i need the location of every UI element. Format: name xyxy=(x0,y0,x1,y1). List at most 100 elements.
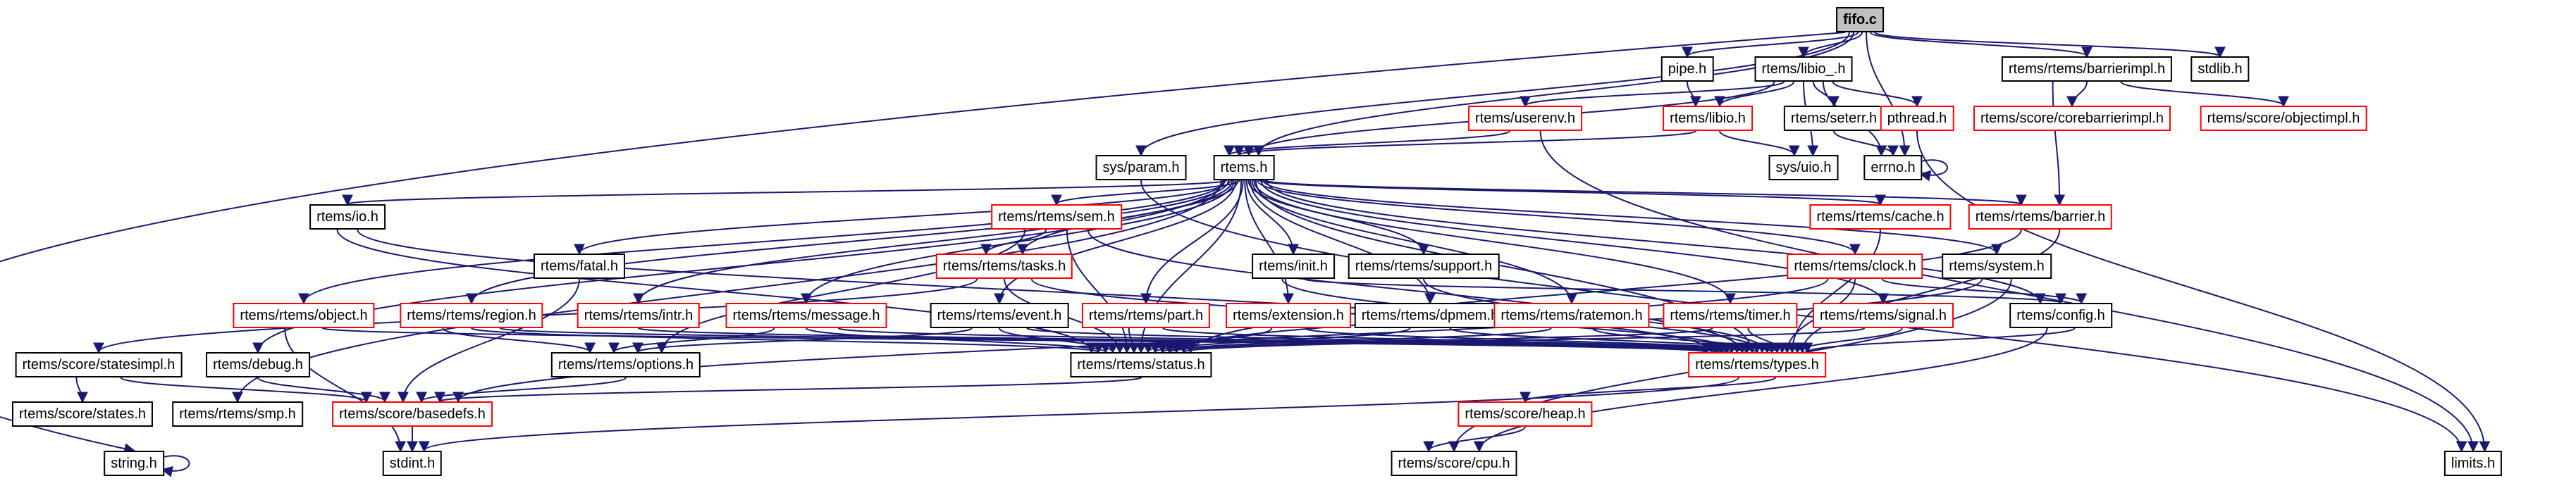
node-options-h[interactable]: rtems/rtems/options.h xyxy=(550,352,701,377)
node-intr-h[interactable]: rtems/rtems/intr.h xyxy=(577,303,701,328)
edge-fifo_c-sys_param_h xyxy=(1135,32,1850,157)
edge-region_h-types_h xyxy=(499,327,1722,354)
node-stdint-h[interactable]: stdint.h xyxy=(382,451,443,476)
node-system-h[interactable]: rtems/system.h xyxy=(1942,254,2052,279)
node-barrierimpl-h[interactable]: rtems/rtems/barrierimpl.h xyxy=(2001,56,2173,82)
edge-userenv_h-rtems_h xyxy=(1224,130,1511,157)
node-signal-h[interactable]: rtems/rtems/signal.h xyxy=(1812,303,1954,328)
edge-options_h-basedefs_h xyxy=(416,377,627,404)
edge-fifo_c-libio__h xyxy=(1798,32,1863,58)
edge-sem_h-types_h xyxy=(1087,229,1748,354)
node-types-h[interactable]: rtems/rtems/types.h xyxy=(1688,352,1826,377)
node-timer-h[interactable]: rtems/rtems/timer.h xyxy=(1663,303,1798,328)
edge-fifo_c-pipe_h xyxy=(1682,32,1859,58)
node-init-h[interactable]: rtems/init.h xyxy=(1252,254,1335,279)
edge-sem_h-tasks_h xyxy=(980,229,1047,256)
node-barrier-h[interactable]: rtems/rtems/barrier.h xyxy=(1968,204,2113,230)
edge-io_h-types_h xyxy=(357,229,1718,354)
edge-ratemon_h-types_h xyxy=(1591,327,1783,354)
edge-object_h-types_h xyxy=(321,327,1711,354)
edge-rtems_h-init_h xyxy=(1245,180,1299,256)
edge-rtems_h-io_h xyxy=(343,180,1228,206)
node-event-h[interactable]: rtems/rtems/event.h xyxy=(930,303,1069,328)
node-stdlib-h[interactable]: stdlib.h xyxy=(2190,56,2250,82)
edge-event_h-types_h xyxy=(1026,327,1737,354)
node-io-h[interactable]: rtems/io.h xyxy=(309,204,386,230)
node-statesimpl-h[interactable]: rtems/score/statesimpl.h xyxy=(15,352,183,377)
edge-rtems_h-part_h xyxy=(1140,180,1244,305)
edge-barrierimpl_h-corebarrierimpl_h xyxy=(2066,81,2088,108)
edge-rtems_h-barrier_h xyxy=(1264,180,2026,206)
edge-rtems_h-config_h xyxy=(1266,180,2046,305)
node-pipe-h[interactable]: pipe.h xyxy=(1660,56,1714,82)
edge-rtems_h-message_h xyxy=(801,180,1235,305)
edge-libio__h-libio_h xyxy=(1714,81,1795,108)
edge-rtems_h-sem_h xyxy=(1051,180,1240,206)
node-region-h[interactable]: rtems/rtems/region.h xyxy=(400,303,543,328)
edge-barrierimpl_h-barrier_h xyxy=(2052,81,2066,206)
edge-seterr_h-errno_h xyxy=(1833,130,1899,157)
node-limits-h[interactable]: limits.h xyxy=(2443,451,2503,476)
node-objectimpl-h[interactable]: rtems/score/objectimpl.h xyxy=(2200,106,2367,131)
node-fatal-h[interactable]: rtems/fatal.h xyxy=(533,254,626,279)
node-seterr-h[interactable]: rtems/seterr.h xyxy=(1783,106,1885,131)
edge-pipe_h-libio_h xyxy=(1687,81,1701,108)
node-extension-h[interactable]: rtems/extension.h xyxy=(1226,303,1351,328)
edge-dpmem_h-types_h xyxy=(1449,327,1777,354)
node-pthread-h[interactable]: pthread.h xyxy=(1880,106,1954,131)
node-sys-uio-h[interactable]: sys/uio.h xyxy=(1768,155,1839,180)
node-dpmem-h[interactable]: rtems/rtems/dpmem.h xyxy=(1354,303,1506,328)
edge-fifo_c-string_h xyxy=(0,32,1845,454)
edge-fifo_c-errno_h xyxy=(1866,32,1911,157)
node-heap-h[interactable]: rtems/score/heap.h xyxy=(1458,401,1593,427)
edge-rtems_h-dpmem_h xyxy=(1250,180,1436,305)
edge-libio_h-rtems_h xyxy=(1233,130,1696,157)
node-states-h[interactable]: rtems/score/states.h xyxy=(11,401,154,427)
node-object-h[interactable]: rtems/rtems/object.h xyxy=(233,303,375,328)
edge-region_h-options_h xyxy=(442,327,596,354)
node-part-h[interactable]: rtems/rtems/part.h xyxy=(1081,303,1211,328)
node-string-h[interactable]: string.h xyxy=(104,451,164,476)
node-errno-h[interactable]: errno.h xyxy=(1863,155,1923,180)
node-smp-h[interactable]: rtems/rtems/smp.h xyxy=(172,401,303,427)
node-debug-h[interactable]: rtems/debug.h xyxy=(206,352,310,377)
edge-init_h-config_h xyxy=(1303,278,2066,305)
edge-rtems_h-clock_h xyxy=(1257,180,1861,256)
edge-types_h-heap_h xyxy=(1520,377,1777,404)
edge-status_h-basedefs_h xyxy=(434,377,1142,404)
node-clock-h[interactable]: rtems/rtems/clock.h xyxy=(1787,254,1923,279)
node-cpu-h[interactable]: rtems/score/cpu.h xyxy=(1391,451,1517,476)
node-cache-h[interactable]: rtems/rtems/cache.h xyxy=(1809,204,1952,230)
edge-object_h-stdint_h xyxy=(284,327,407,453)
edge-part_h-types_h xyxy=(1162,327,1753,354)
edge-io_h-status_h xyxy=(336,229,1097,354)
edge-fifo_c-barrierimpl_h xyxy=(1870,32,2093,58)
edge-rtems_h-timer_h xyxy=(1253,180,1736,305)
edge-extension_h-types_h xyxy=(1304,327,1763,354)
node-basedefs-h[interactable]: rtems/score/basedefs.h xyxy=(332,401,493,427)
edge-message_h-types_h xyxy=(837,327,1732,354)
node-config-h[interactable]: rtems/config.h xyxy=(2009,303,2112,328)
node-sem-h[interactable]: rtems/rtems/sem.h xyxy=(991,204,1122,230)
edge-heap_h-cpu_h xyxy=(1423,426,1526,453)
edge-rtems_h-cache_h xyxy=(1258,180,1886,206)
edge-system_h-basedefs_h xyxy=(452,278,1983,404)
node-libio-h[interactable]: rtems/libio.h xyxy=(1663,106,1753,131)
node-rtems-h[interactable]: rtems.h xyxy=(1213,155,1275,180)
node-tasks-h[interactable]: rtems/rtems/tasks.h xyxy=(935,254,1073,279)
node-support-h[interactable]: rtems/rtems/support.h xyxy=(1348,254,1500,279)
edge-part_h-status_h xyxy=(1128,327,1140,354)
node-message-h[interactable]: rtems/rtems/message.h xyxy=(725,303,887,328)
node-ratemon-h[interactable]: rtems/rtems/ratemon.h xyxy=(1493,303,1650,328)
edge-dpmem_h-status_h xyxy=(1150,327,1411,354)
edge-sem_h-options_h xyxy=(655,229,1026,354)
node-userenv-h[interactable]: rtems/userenv.h xyxy=(1468,106,1582,131)
node-corebarrierimpl-h[interactable]: rtems/score/corebarrierimpl.h xyxy=(1973,106,2171,131)
edge-fatal_h-basedefs_h xyxy=(398,278,580,404)
edge-barrier_h-types_h xyxy=(1797,229,2061,354)
node-sys-param-h[interactable]: sys/param.h xyxy=(1095,155,1187,180)
node-status-h[interactable]: rtems/rtems/status.h xyxy=(1070,352,1212,377)
edge-region_h-status_h xyxy=(471,327,1104,354)
node-libio--h[interactable]: rtems/libio_.h xyxy=(1754,56,1853,82)
edge-errno_h-errno_h xyxy=(1919,159,1948,182)
